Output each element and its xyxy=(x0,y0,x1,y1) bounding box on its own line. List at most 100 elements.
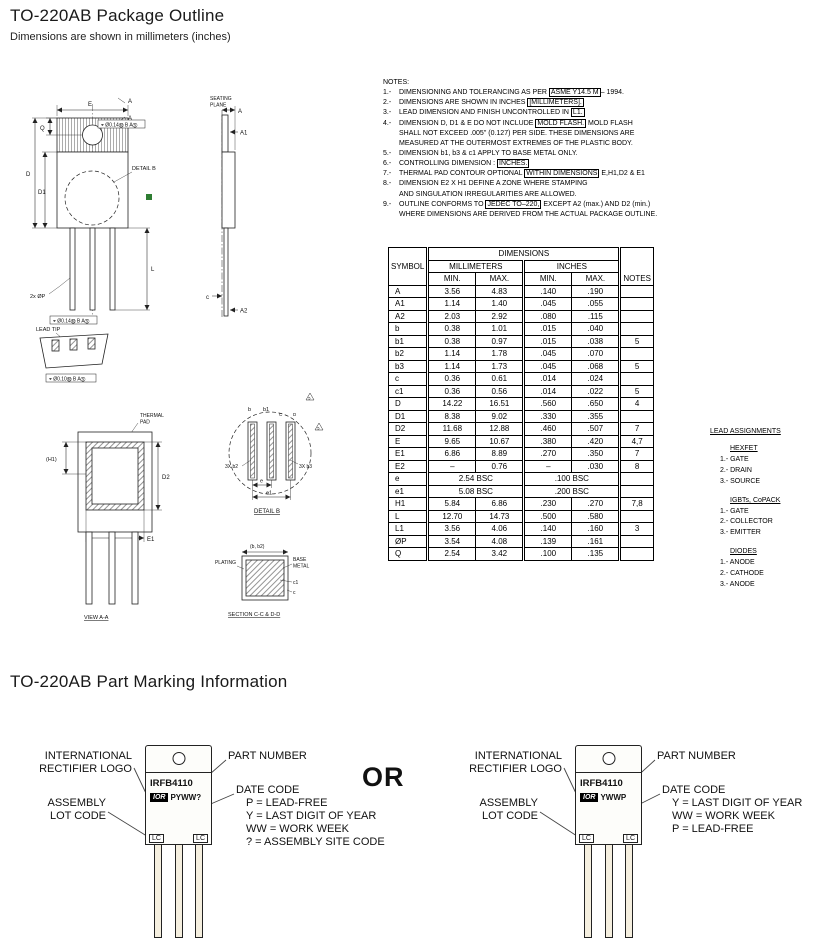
svg-text:PLANE: PLANE xyxy=(210,103,227,109)
package-leads xyxy=(145,845,212,938)
plating-label: PLATING xyxy=(215,560,236,566)
col-millimeters: MILLIMETERS xyxy=(427,259,525,273)
note-number: 5.- xyxy=(383,149,392,157)
note-text: LEAD DIMENSION AND FINISH UNCONTROLLED I… xyxy=(399,108,585,118)
logo-callout-right: INTERNATIONAL RECTIFIER LOGO xyxy=(469,750,562,775)
part-number-marking: IRFB4110 xyxy=(150,778,193,789)
note-flag-triangle xyxy=(305,392,315,401)
detail-b-zone xyxy=(64,170,120,226)
lead-assignments-title: LEAD ASSIGNMENTS xyxy=(710,428,781,435)
note-number: 7.- xyxy=(383,170,392,178)
date-code-marking: YWWP xyxy=(600,793,627,802)
lot-code-left: LC xyxy=(579,834,594,843)
notes-block: NOTES: 1.- DIMENSIONING AND TOLERANCING … xyxy=(383,78,675,220)
dim-label-hole: 2x ØP xyxy=(30,294,46,300)
marked-package-right: IRFB4110 IOR YWWP LC LC xyxy=(575,745,642,938)
package-tab xyxy=(145,745,212,772)
note-number: 1.- xyxy=(383,89,392,97)
note-number: 4.- xyxy=(383,119,392,127)
dim-label-d: D xyxy=(26,172,31,178)
mounting-hole xyxy=(602,752,615,765)
base-metal-section xyxy=(245,559,285,597)
datum-target-marker xyxy=(146,194,152,200)
dim-label-a: A xyxy=(238,109,242,115)
note-text: DIMENSION E2 X H1 DEFINE A ZONE WHERE ST… xyxy=(399,180,588,198)
dim-label-a2: A2 xyxy=(240,309,248,315)
note-item: 2.- DIMENSIONS ARE SHOWN IN INCHES [MILL… xyxy=(383,98,675,108)
section-c-mark: C xyxy=(279,412,283,417)
note-number: 3.- xyxy=(383,109,392,117)
dim-label-b3: 3X b3 xyxy=(299,464,312,470)
note-text: DIMENSION b1, b3 & c1 APPLY TO BASE META… xyxy=(399,149,578,157)
note-item: 7.- THERMAL PAD CONTOUR OPTIONAL WITHIN … xyxy=(383,169,675,179)
part-number-callout-left: PART NUMBER xyxy=(228,750,307,762)
back-view-drawing: THERMAL PAD (H1) D2 E1 VIEW A- xyxy=(46,413,170,621)
base-metal-label: BASE xyxy=(293,557,307,563)
front-view-drawing: E A A Q D D1 L xyxy=(26,97,156,325)
lead-1 xyxy=(584,845,592,938)
svg-text:5: 5 xyxy=(317,426,320,431)
dim-label-e1-pitch: e1 xyxy=(266,491,272,497)
note-number: 2.- xyxy=(383,99,392,107)
date-code-marking: PYWW? xyxy=(170,793,202,802)
dim-label-c: c xyxy=(206,295,209,301)
note-number: 6.- xyxy=(383,160,392,168)
dim-label-h1: (H1) xyxy=(46,457,57,463)
assembly-callout-left: ASSEMBLY LOT CODE xyxy=(47,797,107,822)
lead-tip-drawing: LEAD TIP ⌖ Ø0.10Ⓜ B AⓈ xyxy=(36,327,109,383)
note-item: 8.- DIMENSION E2 X H1 DEFINE A ZONE WHER… xyxy=(383,179,675,199)
col-notes: NOTES xyxy=(618,247,654,286)
note-text: THERMAL PAD CONTOUR OPTIONAL WITHIN DIME… xyxy=(399,169,645,179)
dim-label-b2: 3X b2 xyxy=(225,464,238,470)
lead-2 xyxy=(89,227,96,311)
dim-label-a1: A1 xyxy=(240,131,248,137)
section-a-mark: A xyxy=(128,116,132,122)
note-text: DIMENSIONS ARE SHOWN IN INCHES [MILLIMET… xyxy=(399,98,584,108)
page-subtitle: Dimensions are shown in millimeters (inc… xyxy=(10,31,231,43)
view-aa-label: VIEW A-A xyxy=(84,615,109,621)
note-item: 9.- OUTLINE CONFORMS TO JEDEC TO–220, EX… xyxy=(383,199,675,220)
datum-frame-leads: ⌖ Ø0.14Ⓜ B AⓈ xyxy=(49,315,98,325)
notes-heading: NOTES: xyxy=(383,79,410,86)
dim-label-e: E xyxy=(88,102,92,108)
side-view-drawing: SEATING PLANE A A1 c A2 xyxy=(206,96,248,318)
dim-label-d1: D1 xyxy=(38,190,46,196)
logo-callout-left: INTERNATIONAL RECTIFIER LOGO xyxy=(39,750,132,775)
seating-plane-label: SEATING xyxy=(210,96,232,102)
note-number: 9.- xyxy=(383,200,392,208)
detail-b-reference: DETAIL B xyxy=(132,166,156,172)
lead-1 xyxy=(154,845,162,938)
part-number-callout-right: PART NUMBER xyxy=(657,750,736,762)
lead-3 xyxy=(109,227,116,311)
dim-label-q: Q xyxy=(40,126,45,132)
section-title: SECTION C-C & D-D xyxy=(228,612,280,618)
marked-package-left: IRFB4110 IOR PYWW? LC LC xyxy=(145,745,212,938)
dim-label-l: L xyxy=(151,267,155,273)
note-item: 6.- CONTROLLING DIMENSION : INCHES. xyxy=(383,159,675,169)
detail-b-drawing: b b1 C D 5 5 3X b2 3X b3 e e1 DETAIL B xyxy=(225,392,324,515)
lead-tip-datum-frame: ⌖ Ø0.10Ⓜ B AⓈ xyxy=(49,377,86,383)
svg-text:METAL: METAL xyxy=(293,564,310,570)
table-title: DIMENSIONS xyxy=(427,247,621,261)
lead-2 xyxy=(174,845,183,938)
or-separator: OR xyxy=(362,762,405,792)
package-body: IRFB4110 IOR PYWW? LC LC xyxy=(145,772,212,845)
note-item: 1.- DIMENSIONING AND TOLERANCING AS PER … xyxy=(383,88,675,98)
dim-label-c1: c1 xyxy=(293,580,299,586)
note-item: 5.- DIMENSION b1, b3 & c1 APPLY TO BASE … xyxy=(383,149,675,159)
section-a-mark: A xyxy=(128,99,132,105)
